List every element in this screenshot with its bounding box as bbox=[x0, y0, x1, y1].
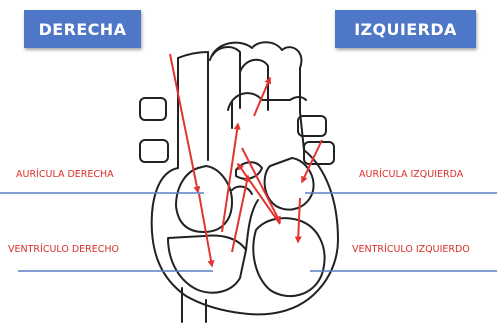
flow-arrow bbox=[298, 198, 300, 242]
label-left-atrium: AURÍCULA IZQUIERDA bbox=[359, 169, 463, 180]
valve bbox=[236, 162, 262, 179]
vessel-stub bbox=[140, 98, 166, 120]
heart-outline bbox=[140, 42, 338, 322]
vessel-stub bbox=[140, 140, 168, 162]
left-ventricle-chamber bbox=[253, 218, 324, 296]
flow-arrow bbox=[170, 54, 198, 192]
flow-arrow bbox=[199, 194, 212, 266]
label-right-ventricle: VENTRÍCULO DERECHO bbox=[8, 244, 119, 255]
left-atrium-chamber bbox=[265, 158, 314, 210]
label-right-atrium: AURÍCULA DERECHA bbox=[16, 169, 114, 180]
label-left-ventricle: VENTRÍCULO IZQUIERDO bbox=[352, 244, 470, 255]
flow-arrow bbox=[242, 148, 280, 222]
superior-vena-cava bbox=[178, 52, 208, 168]
